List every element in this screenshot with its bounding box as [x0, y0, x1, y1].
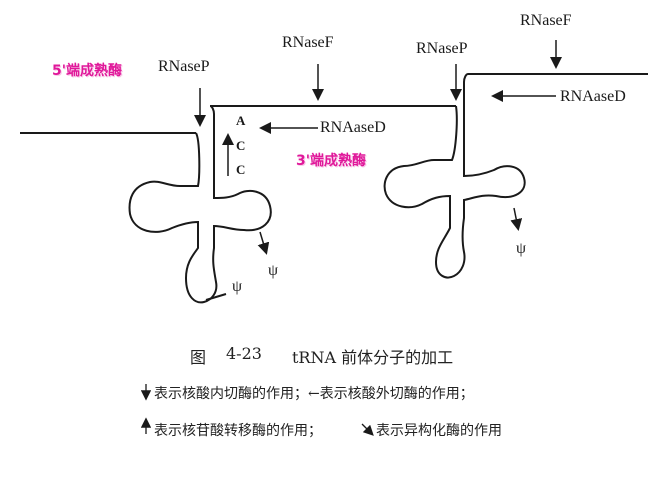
trna-cloverleaf-left [128, 105, 272, 304]
label-5prime-maturase: 5'端成熟酶 [52, 63, 123, 79]
label-psi-2: ψ [268, 262, 279, 279]
label-rnase-p-right: RNaseP [416, 40, 468, 57]
caption-figure-number: 4-23 [226, 344, 262, 363]
label-rnase-f-mid: RNaseF [282, 34, 334, 51]
caption-title: tRNA 前体分子的加工 [292, 348, 454, 367]
label-rnase-d-mid: RNAaseD [320, 119, 386, 136]
trna-cloverleaf-right [383, 73, 526, 279]
label-rnase-p-left: RNaseP [158, 58, 210, 75]
caption-figure-word: 图 [190, 348, 207, 367]
label-psi-3: ψ [516, 240, 527, 257]
label-acc-a: A [236, 113, 246, 128]
legend-line-2b: 表示异构化酶的作用 [376, 423, 502, 439]
legend-line-2: 表示核苷酸转移酶的作用； [154, 423, 322, 439]
arrow-isomerase-2 [510, 207, 523, 231]
label-rnase-d-right: RNAaseD [560, 88, 626, 105]
label-acc-c1: C [236, 138, 246, 153]
label-psi-1: ψ [232, 278, 243, 295]
label-rnase-f-right: RNaseF [520, 12, 572, 29]
arrow-isomerase-1 [257, 231, 270, 255]
label-acc-c2: C [236, 162, 246, 177]
legend-line-1: 表示核酸内切酶的作用；←表示核酸外切酶的作用； [154, 386, 474, 402]
label-3prime-maturase: 3'端成熟酶 [296, 153, 367, 169]
legend-arrow-diagonal [361, 423, 374, 436]
